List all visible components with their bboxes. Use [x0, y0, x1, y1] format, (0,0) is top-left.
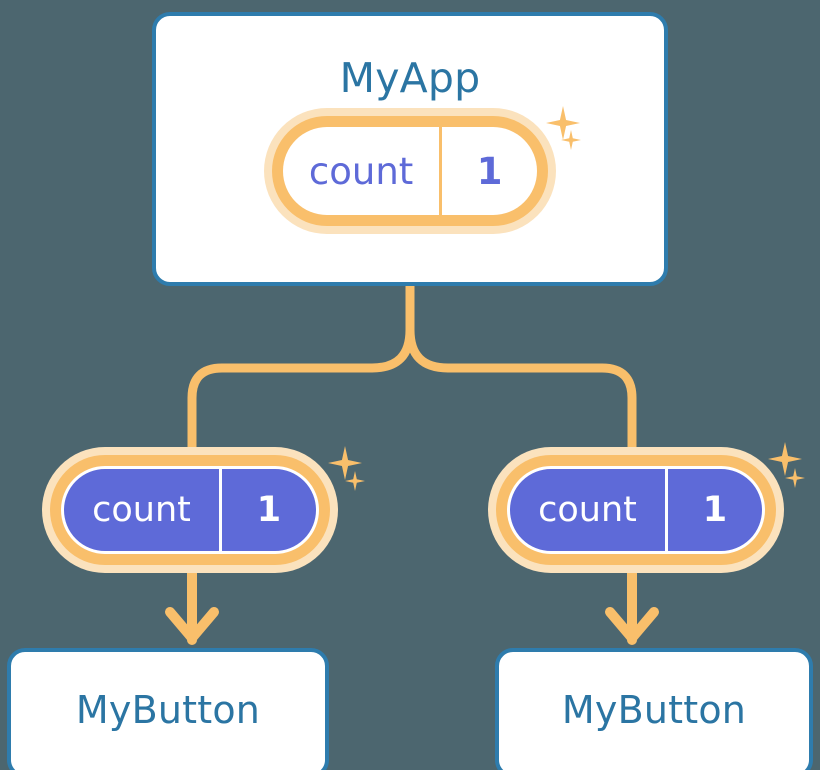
state-key-label: count: [308, 149, 414, 193]
arrow-head-left: [165, 607, 219, 643]
component-title-myapp: MyApp: [339, 54, 481, 102]
state-value-label: 1: [439, 127, 537, 215]
state-value-label: 1: [218, 469, 316, 551]
state-pill-mybutton-right-count[interactable]: count 1: [488, 447, 784, 573]
pill-body: count 1: [61, 466, 319, 554]
state-value-label: 1: [664, 469, 762, 551]
state-pill-myapp-count[interactable]: count 1: [264, 108, 556, 234]
state-key-label: count: [92, 490, 191, 530]
arrow-head-right: [605, 607, 659, 643]
state-pill-mybutton-left-count[interactable]: count 1: [42, 447, 338, 573]
branch-to-left-pill: [187, 281, 415, 455]
pill-body: count 1: [283, 127, 537, 215]
branch-to-right-pill: [405, 281, 637, 455]
pill-body: count 1: [507, 466, 765, 554]
component-title-mybutton-right: MyButton: [561, 688, 747, 732]
sparkle-icon: [345, 471, 365, 491]
component-card-myapp[interactable]: MyApp: [152, 12, 668, 286]
component-card-mybutton-right[interactable]: MyButton: [495, 648, 813, 770]
sparkle-icon: [785, 468, 805, 488]
component-title-mybutton-left: MyButton: [75, 688, 261, 732]
state-key-label: count: [538, 490, 637, 530]
component-card-mybutton-left[interactable]: MyButton: [7, 648, 329, 770]
